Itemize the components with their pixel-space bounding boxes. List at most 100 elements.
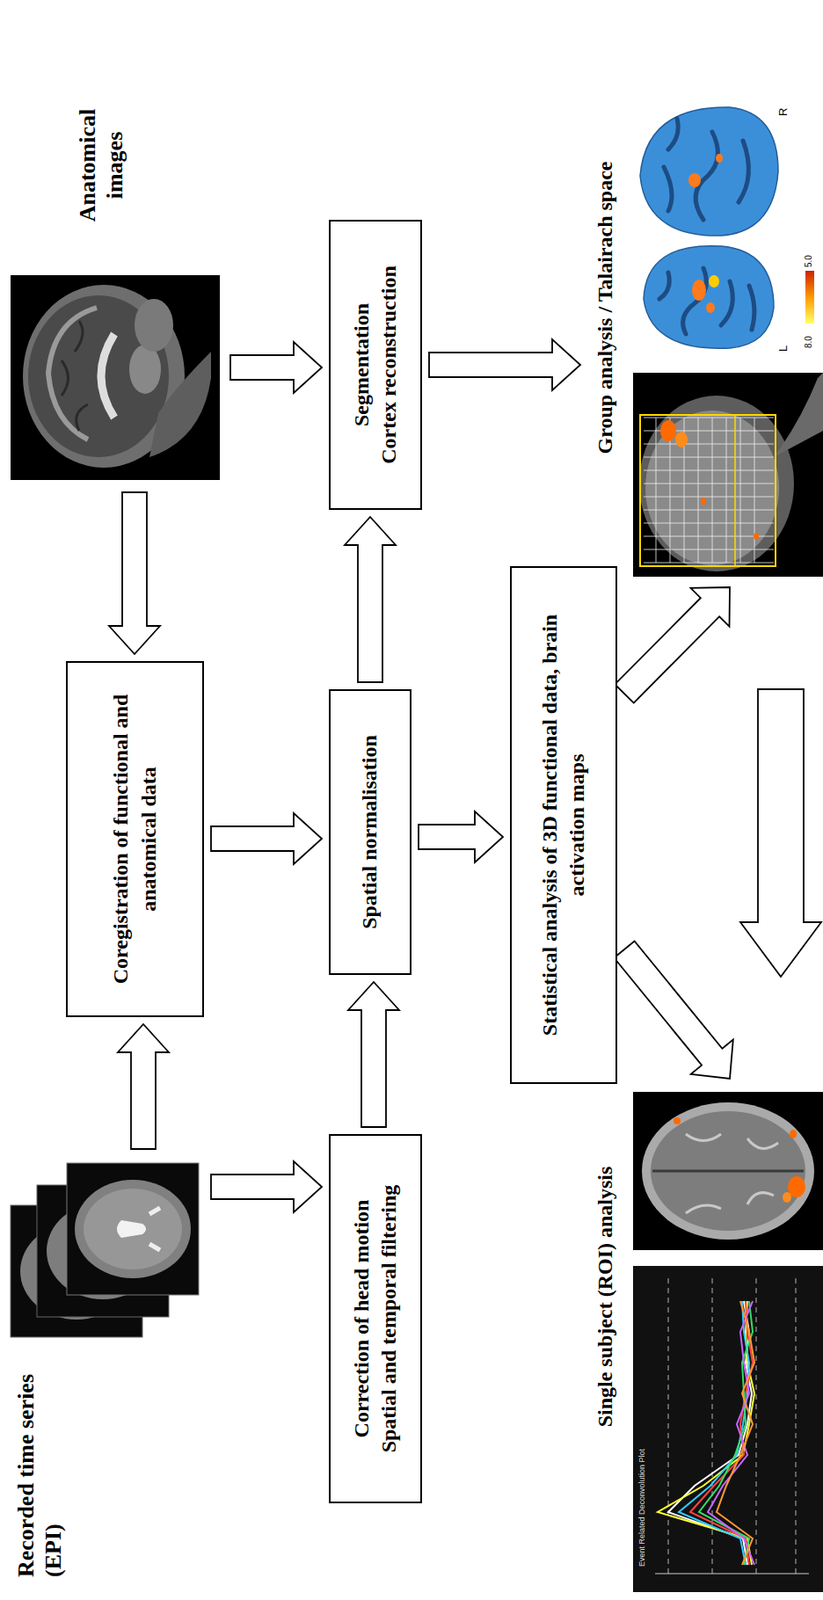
illustration-shape	[726, 417, 728, 563]
illustration-shape	[706, 302, 715, 314]
block-arrow	[348, 982, 400, 1128]
illustration-shape	[633, 101, 823, 357]
image-label: 5.0	[803, 254, 814, 268]
illustration-shape	[101, 334, 115, 418]
image-label: L	[777, 345, 790, 352]
illustration-shape	[633, 372, 823, 577]
process-box: Coregistration of functional and anatomi…	[65, 661, 204, 1018]
illustration-shape	[716, 1301, 755, 1566]
illustration-shape	[74, 1179, 191, 1279]
anatomy-figure: Anatomical images	[7, 93, 224, 486]
illustration-shape	[657, 1301, 755, 1566]
illustration-shape	[685, 1134, 779, 1214]
box-text: Cortex reconstruction	[375, 265, 403, 465]
anatomical-mri	[10, 275, 220, 481]
epi-image-stack	[10, 1163, 199, 1338]
single-figure: Single subject (ROI) analysis	[587, 1085, 823, 1596]
figure-title: Anatomical images	[73, 96, 129, 234]
illustration-shape	[738, 140, 749, 203]
block-arrow	[117, 1024, 169, 1150]
illustration-shape	[633, 1092, 823, 1251]
illustration-shape	[83, 1188, 183, 1270]
block-arrow	[614, 587, 730, 704]
block-arrow	[418, 811, 503, 863]
box-text: Spatial normalisation	[356, 735, 384, 930]
block-arrow	[230, 342, 322, 394]
illustration-shape	[740, 417, 742, 563]
illustration-shape	[129, 344, 161, 394]
illustration-shape	[66, 1163, 199, 1296]
illustration-group	[668, 1274, 796, 1574]
box-text: Spatial and temporal filtering	[375, 1185, 403, 1454]
illustration-shape	[708, 275, 720, 288]
illustration-shape	[795, 1274, 797, 1574]
illustration-group	[659, 118, 755, 335]
block-arrow	[613, 941, 733, 1080]
epi-figure: Recorded time series (EPI)	[7, 1156, 204, 1583]
illustration-shape	[61, 320, 88, 431]
illustration-shape	[805, 270, 815, 324]
illustration-shape	[756, 1274, 758, 1574]
illustration-shape	[116, 1220, 146, 1239]
box-text: Correction of head motion	[348, 1200, 376, 1439]
illustration-shape	[652, 1170, 804, 1173]
image-label: Event Related Deconvolution Plot	[638, 1447, 648, 1569]
event-plot	[633, 1266, 823, 1593]
illustration-shape	[134, 298, 174, 352]
illustration-shape	[640, 415, 776, 567]
illustration-shape	[678, 1301, 750, 1566]
process-box: Correction of head motionSpatial and tem…	[328, 1134, 423, 1504]
image-label: R	[777, 108, 790, 117]
illustration-shape	[633, 1266, 823, 1593]
illustration-shape	[655, 417, 657, 563]
large-block-arrow	[740, 689, 822, 977]
figure-title: Group analysis / Talairach space	[592, 114, 619, 502]
illustration-shape	[773, 372, 823, 458]
illustration-shape	[753, 532, 759, 540]
figure-title: Recorded time series (EPI)	[12, 1357, 67, 1578]
cortex-surface	[633, 101, 823, 357]
block-arrow	[109, 492, 161, 655]
illustration-shape	[645, 410, 780, 566]
illustration-shape	[639, 395, 794, 572]
block-arrow	[429, 339, 581, 391]
illustration-shape	[782, 1192, 792, 1203]
process-box: Statistical analysis of 3D functional da…	[509, 566, 618, 1085]
illustration-shape	[675, 431, 688, 448]
illustration-shape	[700, 497, 707, 505]
box-text: Segmentation	[348, 303, 376, 427]
illustration-shape	[715, 153, 723, 163]
illustration-shape	[48, 307, 97, 440]
illustration-group	[643, 417, 774, 563]
process-box: SegmentationCortex reconstruction	[328, 219, 423, 510]
image-label: 8.0	[803, 335, 814, 349]
illustration-shape	[650, 1111, 806, 1231]
illustration-group	[657, 1301, 755, 1566]
illustration-shape	[673, 1117, 681, 1125]
illustration-shape	[698, 417, 700, 563]
block-arrow	[344, 517, 396, 683]
illustration-shape	[655, 1573, 809, 1575]
axial-activation	[633, 1092, 823, 1251]
figure-title: Single subject (ROI) analysis	[592, 1094, 619, 1500]
illustration-shape	[691, 279, 707, 301]
illustration-shape	[660, 420, 677, 442]
illustration-shape	[668, 1274, 670, 1574]
process-box: Spatial normalisation	[328, 689, 412, 976]
illustration-shape	[690, 1301, 753, 1566]
box-text: Coregistration of functional and anatomi…	[107, 685, 162, 993]
block-arrow	[211, 1161, 322, 1213]
block-arrow	[211, 813, 322, 865]
illustration-shape	[683, 268, 707, 335]
illustration-shape	[643, 246, 774, 350]
illustration-shape	[789, 1129, 797, 1139]
illustration-shape	[668, 118, 678, 150]
illustration-shape	[707, 1301, 755, 1566]
illustration-shape	[754, 417, 756, 563]
illustration-shape	[663, 167, 672, 212]
illustration-shape	[659, 272, 670, 299]
illustration-shape	[749, 285, 755, 330]
illustration-shape	[149, 351, 212, 458]
